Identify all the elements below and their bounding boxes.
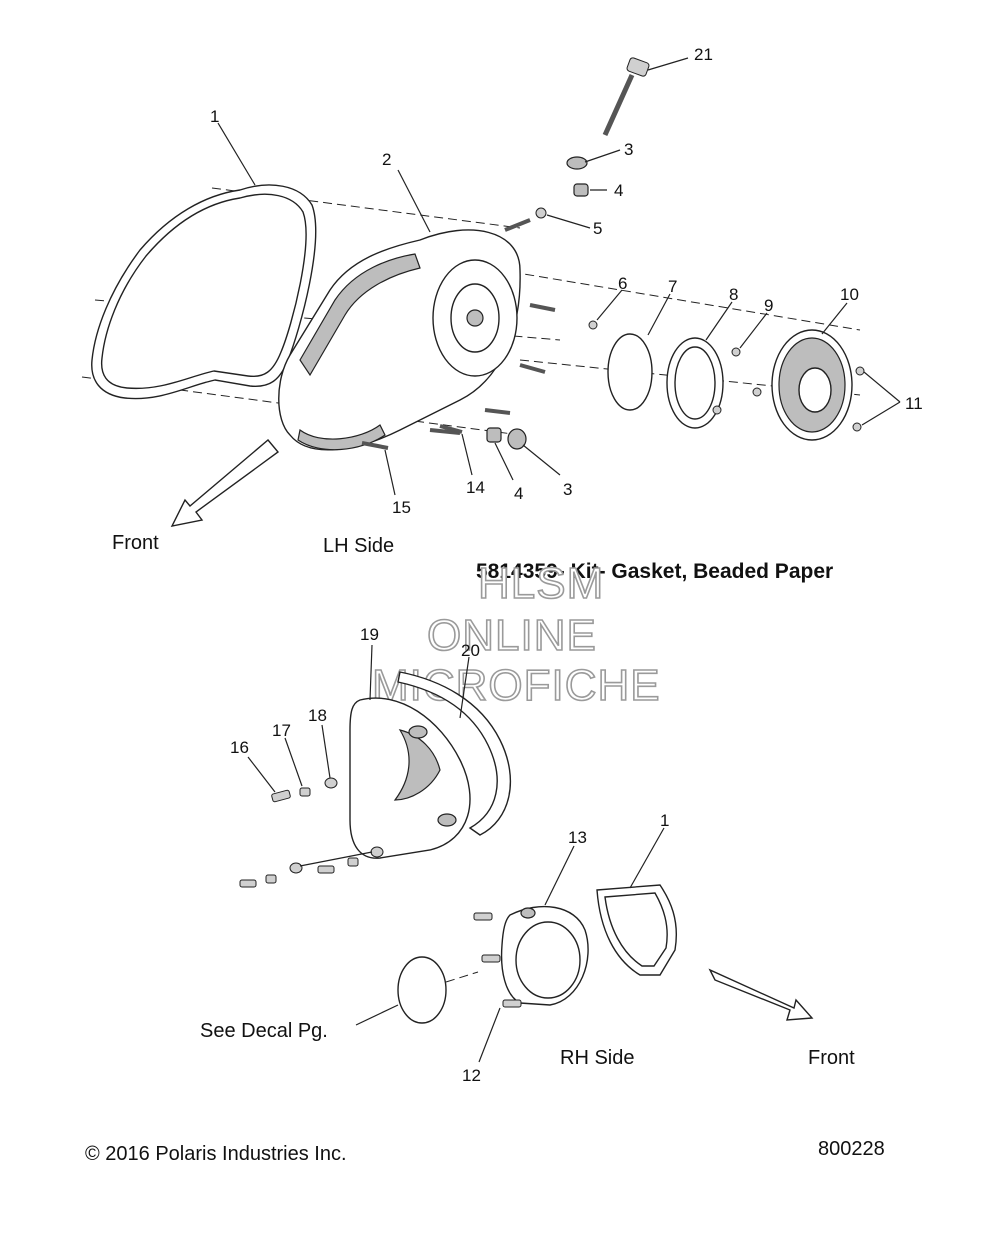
primary-cover-lh — [278, 229, 521, 451]
callout-14: 14 — [466, 478, 485, 497]
plug-5 — [535, 207, 547, 219]
timer-housing-13 — [500, 905, 589, 1006]
callout-12: 12 — [462, 1066, 481, 1085]
callout-20: 20 — [461, 641, 480, 660]
decal-circle — [397, 956, 479, 1024]
callout-7: 7 — [668, 277, 677, 296]
drawing-number: 800228 — [818, 1138, 885, 1160]
copyright: © 2016 Polaris Industries Inc. — [85, 1143, 347, 1165]
stud-14 — [439, 424, 463, 434]
callout-1-bottom: 1 — [660, 811, 669, 830]
cover-bolts-lh — [361, 218, 556, 450]
callout-18: 18 — [308, 706, 327, 725]
screws-9 — [712, 347, 762, 415]
gasket-lh — [91, 184, 317, 400]
see-decal-label: See Decal Pg. — [200, 1020, 328, 1042]
callout-16: 16 — [230, 738, 249, 757]
callout-5: 5 — [593, 219, 602, 238]
callout-21: 21 — [694, 45, 713, 64]
gasket-20 — [397, 671, 512, 836]
cam-cover-19 — [349, 697, 471, 859]
callout-17: 17 — [272, 721, 291, 740]
callout-11: 11 — [905, 394, 923, 413]
callout-2: 2 — [382, 150, 391, 169]
callout-9: 9 — [764, 296, 773, 315]
watermark-line-2: ONLINE — [427, 611, 597, 660]
callout-4-top: 4 — [614, 181, 623, 200]
callout-19: 19 — [360, 625, 379, 644]
screw-6 — [588, 320, 598, 330]
callout-10: 10 — [840, 285, 859, 304]
callout-6: 6 — [618, 274, 627, 293]
watermark-line-1: HLSM — [478, 559, 604, 608]
callout-13: 13 — [568, 828, 587, 847]
cam-cover-bolts — [239, 777, 384, 888]
leader-lines-top — [217, 57, 901, 496]
callout-1-top: 1 — [210, 107, 219, 126]
callout-3-bottom: 3 — [563, 480, 572, 499]
front-label-top: Front — [112, 532, 159, 554]
front-arrow-top — [170, 439, 280, 527]
timer-bolts — [473, 912, 522, 1008]
screws-11 — [852, 366, 865, 432]
rh-side-label: RH Side — [560, 1047, 634, 1069]
gasket-rh — [596, 884, 677, 976]
o-ring-3-top — [566, 156, 588, 170]
callout-4-bottom: 4 — [514, 484, 523, 503]
grommet-4-top — [573, 183, 589, 197]
leader-lines-bottom — [247, 644, 665, 1063]
derby-cover-10 — [771, 329, 853, 441]
front-label-bottom: Front — [808, 1047, 855, 1069]
callout-3-top: 3 — [624, 140, 633, 159]
dipstick — [602, 57, 650, 137]
callout-8: 8 — [729, 285, 738, 304]
callout-15: 15 — [392, 498, 411, 517]
retainer-8 — [666, 337, 724, 429]
lh-side-label: LH Side — [323, 535, 394, 557]
kit-note: 5814359- Kit- Gasket, Beaded Paper — [476, 560, 833, 583]
o-ring-7 — [607, 333, 653, 411]
grommet-4-bottom — [486, 427, 502, 443]
seal-3-bottom — [507, 428, 527, 450]
front-arrow-bottom — [708, 968, 814, 1021]
